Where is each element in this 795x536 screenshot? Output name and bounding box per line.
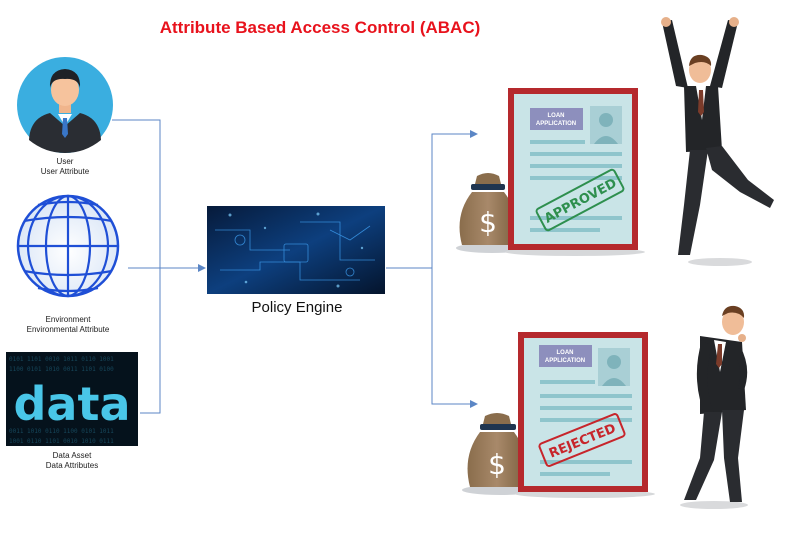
data-asset-caption: Data Asset Data Attributes <box>0 451 144 471</box>
rejected-header-line1: LOAN <box>557 350 574 356</box>
policy-engine-image <box>207 206 385 294</box>
money-bag-icon: $ <box>456 173 528 253</box>
data-asset-subtitle: Data Attributes <box>45 461 99 470</box>
svg-text:0101 1101 0010 1011 0110 1001: 0101 1101 0010 1011 0110 1001 <box>9 356 114 363</box>
svg-text:0011 1010 0110 1100 0101 1011: 0011 1010 0110 1100 0101 1011 <box>9 428 114 435</box>
sad-man-figure <box>680 305 748 509</box>
rejected-header-line2: APPLICATION <box>545 358 585 364</box>
policy-engine-label: Policy Engine <box>251 299 343 316</box>
user-title: User <box>56 157 74 166</box>
approved-branch-arrow <box>431 130 478 268</box>
svg-text:1001 0110 1101 0010 1010 0111: 1001 0110 1101 0010 1010 0111 <box>9 438 114 445</box>
user-caption: User User Attribute <box>0 157 130 177</box>
approved-header-line1: LOAN <box>548 113 565 119</box>
globe-icon <box>16 194 120 298</box>
svg-text:$: $ <box>488 448 506 481</box>
environment-title: Environment <box>45 315 91 324</box>
environment-caption: Environment Environmental Attribute <box>0 315 136 335</box>
data-connector <box>140 264 206 414</box>
user-subtitle: User Attribute <box>40 167 90 176</box>
data-image-word: data <box>14 377 131 431</box>
money-bag-icon: $ <box>462 413 538 495</box>
happy-man-figure <box>661 17 774 266</box>
approved-loan-card: LOAN APPLICATION APPROVED <box>505 88 645 256</box>
svg-text:$: $ <box>479 206 497 239</box>
diagram-title: Attribute Based Access Control (ABAC) <box>159 18 481 37</box>
user-connector <box>112 119 161 268</box>
connector-lines <box>112 119 478 414</box>
rejected-loan-card: LOAN APPLICATION REJECTED <box>515 332 655 498</box>
data-asset-image: 0101 1101 0010 1011 0110 1001 1100 0101 … <box>6 352 138 446</box>
data-asset-title: Data Asset <box>52 451 92 460</box>
rejected-branch-arrow <box>431 268 478 408</box>
svg-text:1100 0101 1010 0011 1101 0100: 1100 0101 1010 0011 1101 0100 <box>9 366 114 373</box>
approved-header-line2: APPLICATION <box>536 121 576 127</box>
user-avatar-icon <box>17 57 113 153</box>
environment-subtitle: Environmental Attribute <box>26 325 110 334</box>
